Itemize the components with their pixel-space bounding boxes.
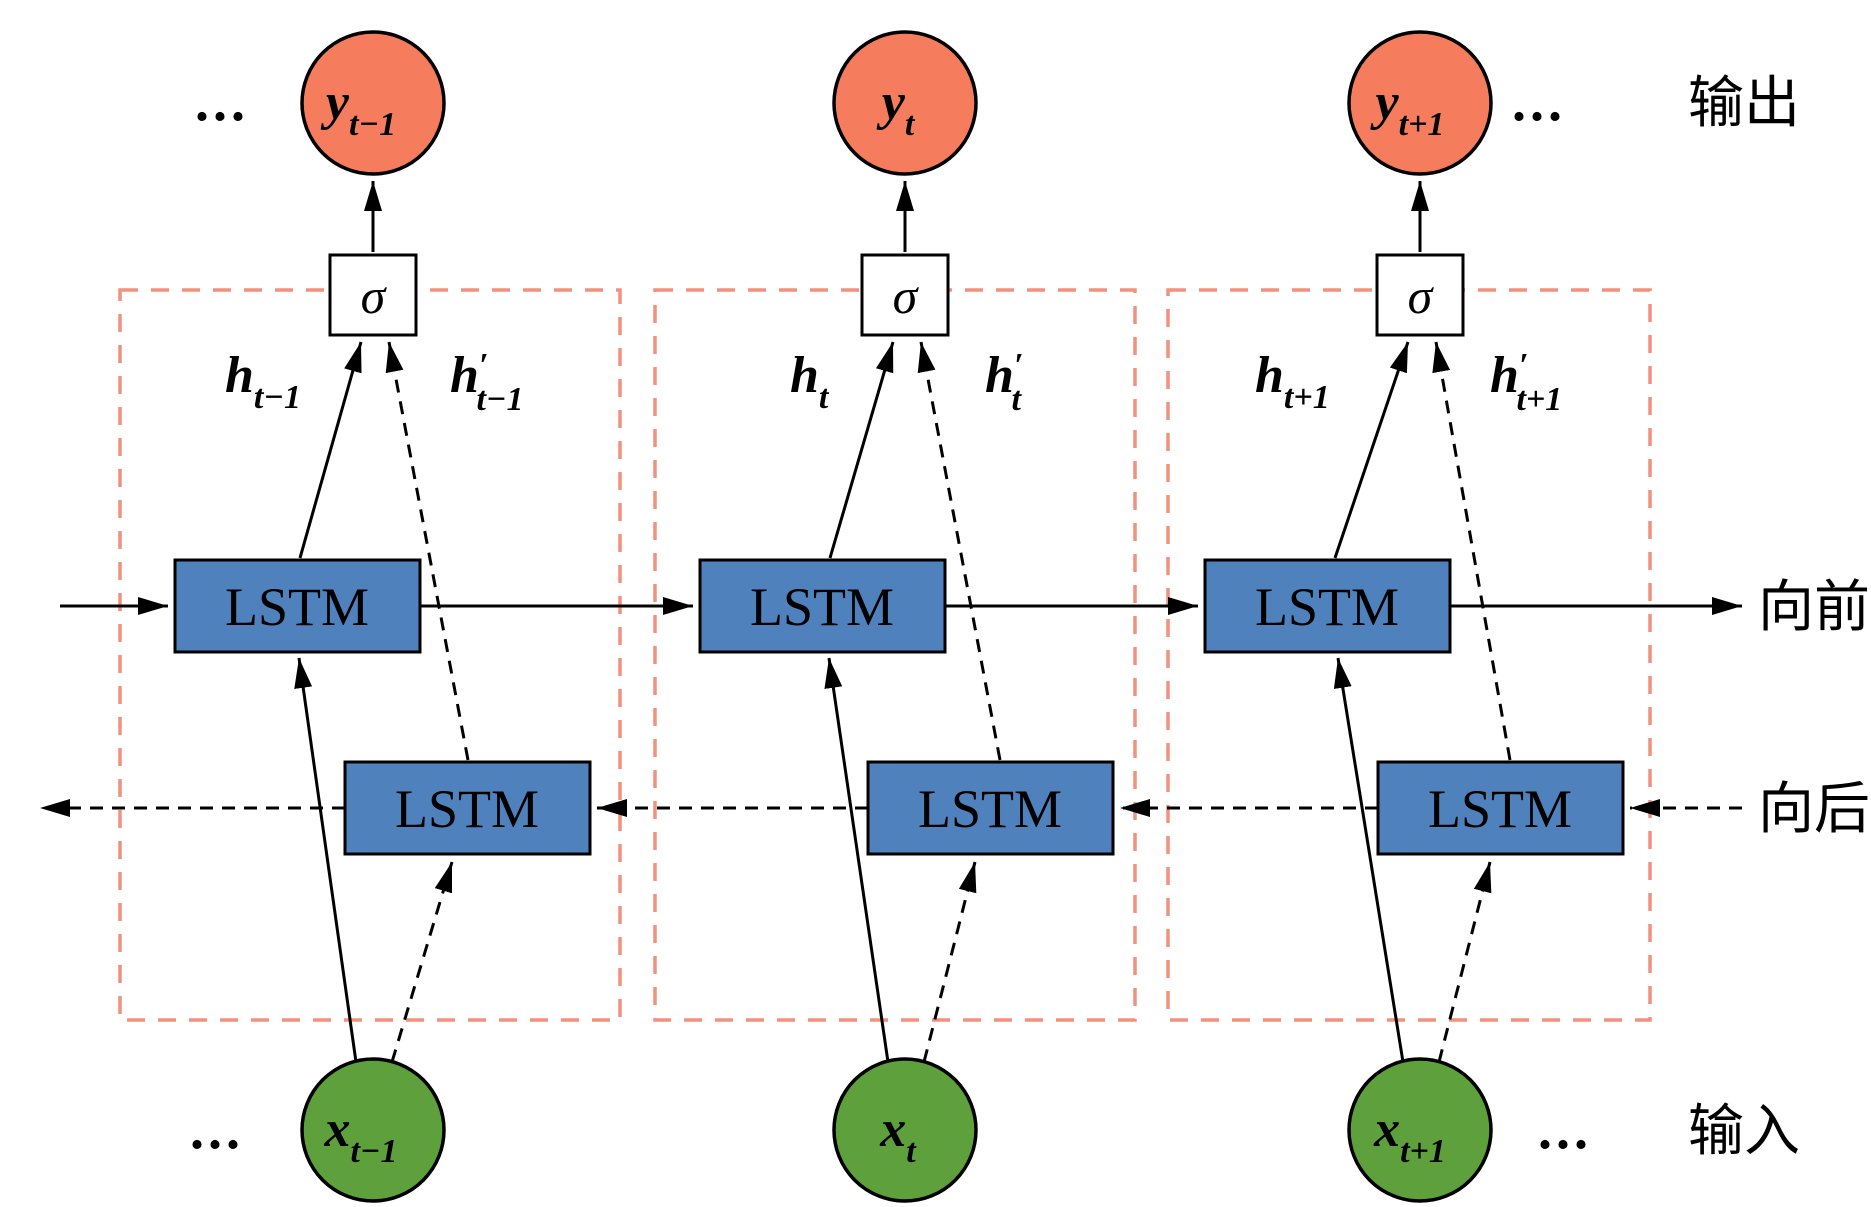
input-to-backward-lstm-arrow bbox=[922, 861, 977, 1063]
backward-lstm-label: LSTM bbox=[395, 779, 539, 839]
forward-lstm-label: LSTM bbox=[750, 577, 894, 637]
backward-hidden-label: h′t bbox=[985, 347, 1023, 418]
input-node bbox=[300, 1057, 446, 1203]
sigma-label: σ bbox=[1408, 268, 1435, 324]
ellipsis-top-right: ... bbox=[1512, 71, 1566, 133]
backward-hidden-to-sigma-arrow bbox=[385, 341, 470, 761]
ellipsis-top-left: ... bbox=[195, 71, 249, 133]
backward-hidden-label: h′t−1 bbox=[450, 347, 524, 418]
input-side-label: 输入 bbox=[1688, 1101, 1800, 1163]
input-to-backward-lstm-arrow bbox=[1437, 861, 1492, 1063]
backward-hidden-label: h′t+1 bbox=[1490, 347, 1562, 418]
forward-lstm-label: LSTM bbox=[1255, 577, 1399, 637]
input-node-label: xt bbox=[879, 1101, 917, 1170]
sigma-box bbox=[328, 253, 418, 337]
output-node bbox=[832, 30, 978, 176]
backward-hidden-to-sigma-arrow bbox=[1432, 341, 1512, 761]
forward-hidden-label: ht−1 bbox=[225, 347, 301, 416]
input-node-label: xt+1 bbox=[1373, 1101, 1446, 1170]
timestep-column-t-1: LSTM LSTM σ ht−1 h′t−1 yt−1 xt−1 bbox=[173, 30, 592, 1203]
forward-hidden-to-sigma-arrow bbox=[828, 341, 895, 559]
forward-lstm-box bbox=[698, 558, 947, 654]
forward-hidden-label: ht bbox=[790, 347, 830, 416]
forward-lstm-label: LSTM bbox=[225, 577, 369, 637]
sigma-box bbox=[860, 253, 950, 337]
input-to-backward-lstm-arrow bbox=[390, 861, 454, 1063]
input-to-forward-lstm-arrow bbox=[1333, 657, 1405, 1063]
output-node bbox=[1347, 30, 1493, 176]
timestep-column-t: LSTM LSTM σ ht h′t yt xt bbox=[698, 30, 1115, 1203]
cell-boundary-t bbox=[653, 288, 1137, 1022]
input-node bbox=[1347, 1057, 1493, 1203]
output-side-label: 输出 bbox=[1688, 73, 1800, 135]
backward-side-label: 向后 bbox=[1758, 779, 1870, 841]
input-to-forward-lstm-arrow bbox=[824, 657, 890, 1063]
ellipsis-bottom-right: ... bbox=[1538, 1099, 1592, 1161]
sigma-label: σ bbox=[893, 268, 920, 324]
sigma-box bbox=[1375, 253, 1465, 337]
input-to-forward-lstm-arrow bbox=[294, 657, 358, 1063]
output-node bbox=[300, 30, 446, 176]
input-node bbox=[832, 1057, 978, 1203]
forward-lstm-box bbox=[173, 558, 422, 654]
input-node-label: xt−1 bbox=[323, 1101, 397, 1170]
backward-hidden-to-sigma-arrow bbox=[917, 341, 1002, 761]
backward-lstm-label: LSTM bbox=[1428, 779, 1572, 839]
sigma-label: σ bbox=[361, 268, 388, 324]
cell-boundary-t+1 bbox=[1166, 288, 1652, 1022]
backward-lstm-box bbox=[1376, 760, 1625, 856]
timestep-column-t+1: LSTM LSTM σ ht+1 h′t+1 yt+1 xt+1 bbox=[1203, 30, 1625, 1203]
backward-lstm-box bbox=[866, 760, 1115, 856]
forward-hidden-label: ht+1 bbox=[1255, 347, 1330, 416]
forward-side-label: 向前 bbox=[1758, 577, 1870, 639]
backward-lstm-box bbox=[343, 760, 592, 856]
forward-lstm-box bbox=[1203, 558, 1452, 654]
forward-hidden-to-sigma-arrow bbox=[298, 341, 363, 559]
ellipsis-bottom-left: ... bbox=[190, 1099, 244, 1161]
backward-lstm-label: LSTM bbox=[918, 779, 1062, 839]
cell-boundary-t-1 bbox=[118, 288, 622, 1022]
forward-hidden-to-sigma-arrow bbox=[1333, 341, 1410, 559]
